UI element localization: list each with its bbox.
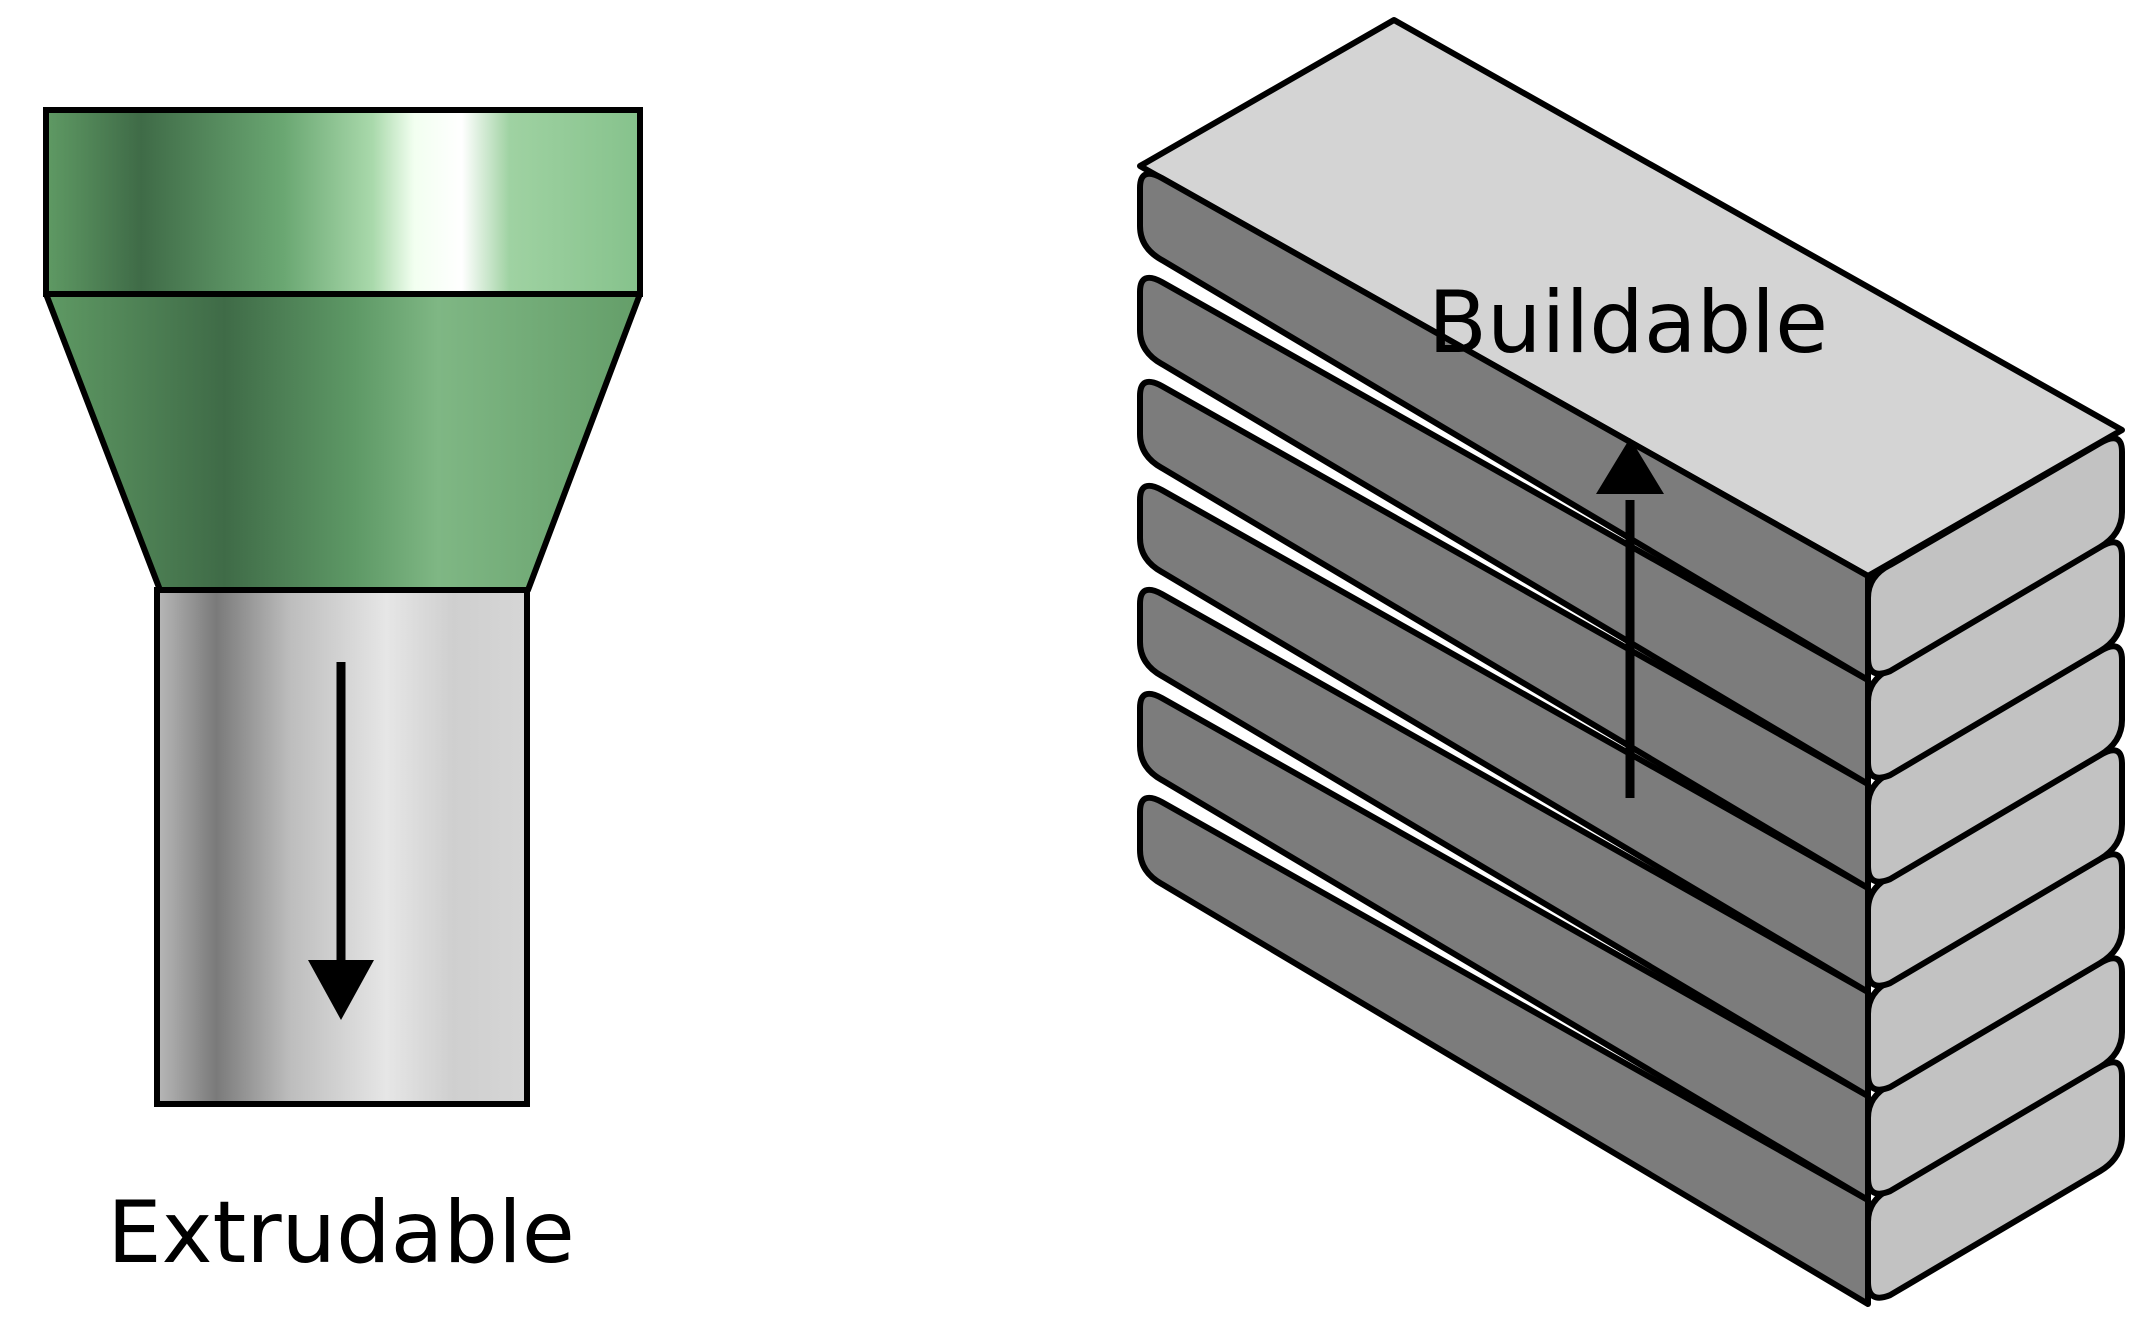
arrow-down-icon [308, 662, 374, 1020]
buildable-label: Buildable [1428, 273, 1828, 373]
wall-front-face [1137, 482, 1871, 995]
nozzle-cap [43, 107, 643, 297]
layer-stack [1137, 17, 2125, 1307]
extruder-nozzle [43, 107, 643, 1107]
wall-layer [1137, 378, 2125, 891]
wall-front-face [1137, 274, 1871, 787]
nozzle-cone [43, 291, 643, 593]
wall-layer [1137, 17, 2125, 683]
extrudable-label: Extrudable [107, 1183, 575, 1283]
wall-front-face [1137, 794, 1871, 1307]
wall-end-face [1865, 435, 2125, 677]
wall-front-face [1137, 586, 1871, 1099]
wall-layer [1137, 794, 2125, 1307]
wall-front-face [1137, 170, 1871, 683]
wall-front-face [1137, 378, 1871, 891]
wall-front-face [1137, 690, 1871, 1203]
arrow-up-icon [1596, 438, 1664, 798]
